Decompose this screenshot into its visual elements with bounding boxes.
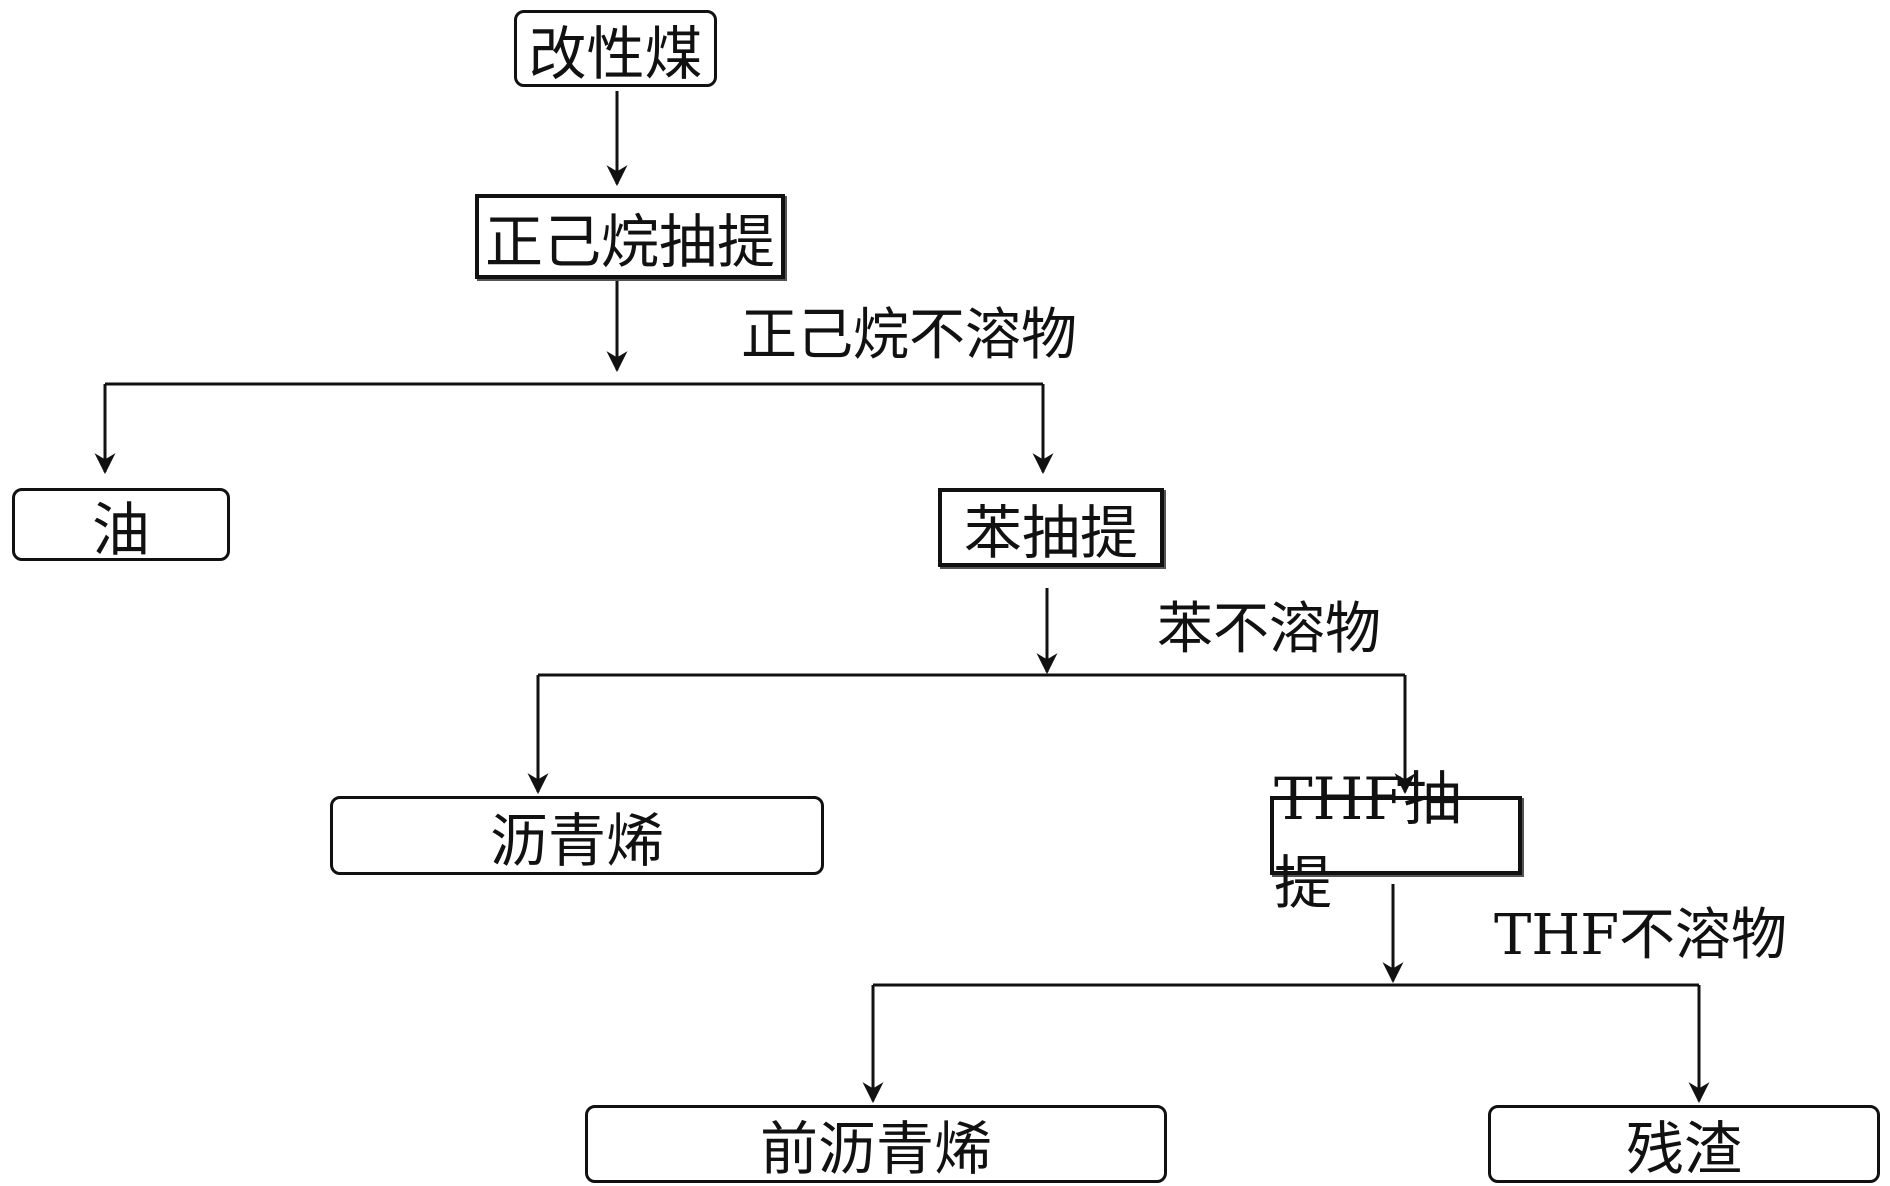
node-label: THF抽提 xyxy=(1274,764,1462,917)
node-label: 前沥青烯 xyxy=(759,1115,992,1183)
node-thf-extraction: THF抽提 xyxy=(1270,765,1522,917)
node-oil: 油 xyxy=(12,488,230,564)
node-preasphaltene: 前沥青烯 xyxy=(585,1105,1167,1183)
label-benzene-insoluble: 苯不溶物 xyxy=(1157,597,1381,662)
node-label: 油 xyxy=(91,495,150,564)
node-hexane-extraction: 正己烷抽提 xyxy=(475,194,785,279)
node-residue: 残渣 xyxy=(1488,1105,1880,1183)
node-label: 改性煤 xyxy=(528,19,703,88)
node-asphaltene: 沥青烯 xyxy=(330,796,824,875)
label-hexane-insoluble: 正己烷不溶物 xyxy=(741,303,1077,368)
label-thf-insoluble: THF不溶物 xyxy=(1494,903,1788,968)
node-label: 沥青烯 xyxy=(489,806,664,875)
node-benzene-extraction: 苯抽提 xyxy=(938,488,1164,567)
node-label: 正己烷抽提 xyxy=(484,207,775,276)
node-label: 残渣 xyxy=(1625,1115,1742,1183)
node-modified-coal: 改性煤 xyxy=(514,10,717,88)
node-label: 苯抽提 xyxy=(963,498,1138,567)
